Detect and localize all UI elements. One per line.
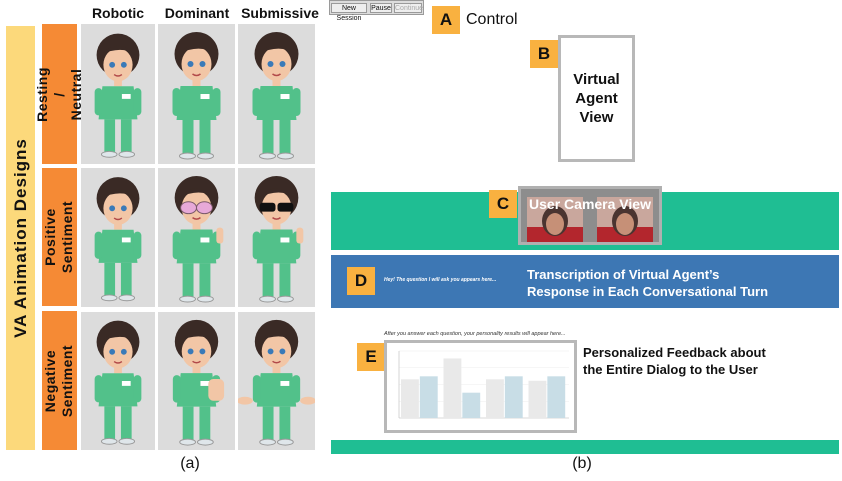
character-cell-r3-c3	[238, 312, 315, 450]
character-cell-r1-c3	[238, 24, 315, 164]
pause-button[interactable]: Pause	[370, 3, 392, 13]
feedback-hint: After you answer each question, your per…	[384, 331, 566, 337]
chart-bar	[486, 379, 504, 418]
badge-d: D	[347, 267, 375, 295]
transcription-label-line2: Response in Each Conversational Turn	[527, 284, 769, 299]
transcription-band	[331, 255, 839, 308]
badge-e: E	[357, 343, 385, 371]
virtual-agent-view-label: Virtual Agent View	[573, 71, 620, 126]
row-label-negative-text: Negative Sentiment	[42, 344, 76, 417]
transcription-prompt: Hey! The question I will ask you appears…	[384, 277, 497, 283]
chart-bar	[462, 392, 481, 418]
chart-bar	[504, 376, 523, 418]
feedback-label-line1: Personalized Feedback about	[583, 345, 766, 360]
row-label-positive-sentiment: Positive Sentiment	[42, 168, 77, 306]
character-cell-r2-c3	[238, 168, 315, 307]
feedback-label: Personalized Feedback about the Entire D…	[583, 344, 766, 378]
va-animation-designs-label: VA Animation Designs	[6, 26, 35, 450]
column-header-robotic: Robotic	[91, 5, 145, 21]
teal-band-bottom	[331, 440, 839, 454]
camera-feed-image	[521, 189, 659, 242]
character-cell-r1-c1	[81, 24, 155, 164]
side-label-text: VA Animation Designs	[10, 138, 30, 338]
character-cell-r3-c1	[81, 312, 155, 450]
feedback-bar-chart	[398, 350, 569, 419]
caption-b: (b)	[572, 455, 592, 472]
feedback-chart-frame	[384, 340, 577, 433]
badge-c: C	[489, 190, 517, 218]
new-session-button[interactable]: New Session	[331, 3, 367, 22]
caption-a: (a)	[180, 455, 200, 472]
character-cell-r1-c2	[158, 24, 235, 164]
control-label: Control	[466, 11, 518, 28]
row-label-resting-neutral: Resting / Neutral	[34, 24, 84, 164]
column-header-submissive: Submissive	[241, 5, 319, 21]
feedback-label-line2: the Entire Dialog to the User	[583, 362, 758, 377]
character-cell-r2-c2	[158, 168, 235, 307]
badge-a: A	[432, 6, 460, 34]
virtual-agent-view: Virtual Agent View	[558, 35, 635, 162]
chart-bar	[419, 376, 438, 418]
user-camera-view-label: User Camera View	[529, 196, 651, 212]
chart-bar	[528, 380, 547, 418]
character-cell-r2-c1	[81, 168, 155, 307]
user-camera-view	[518, 186, 662, 245]
row-label-positive-text: Positive Sentiment	[42, 200, 76, 274]
chart-bar	[547, 376, 566, 418]
character-cell-r3-c2	[158, 312, 235, 450]
badge-b: B	[530, 40, 558, 68]
continue-button[interactable]: Continue	[394, 3, 424, 13]
row-label-resting-text: Resting / Neutral	[34, 66, 84, 122]
chart-bar	[401, 379, 419, 418]
transcription-label: Transcription of Virtual Agent’s Respons…	[527, 266, 768, 300]
chart-bar	[443, 358, 462, 418]
column-header-dominant: Dominant	[164, 5, 230, 21]
transcription-label-line1: Transcription of Virtual Agent’s	[527, 267, 720, 282]
row-label-negative-sentiment: Negative Sentiment	[42, 311, 77, 450]
